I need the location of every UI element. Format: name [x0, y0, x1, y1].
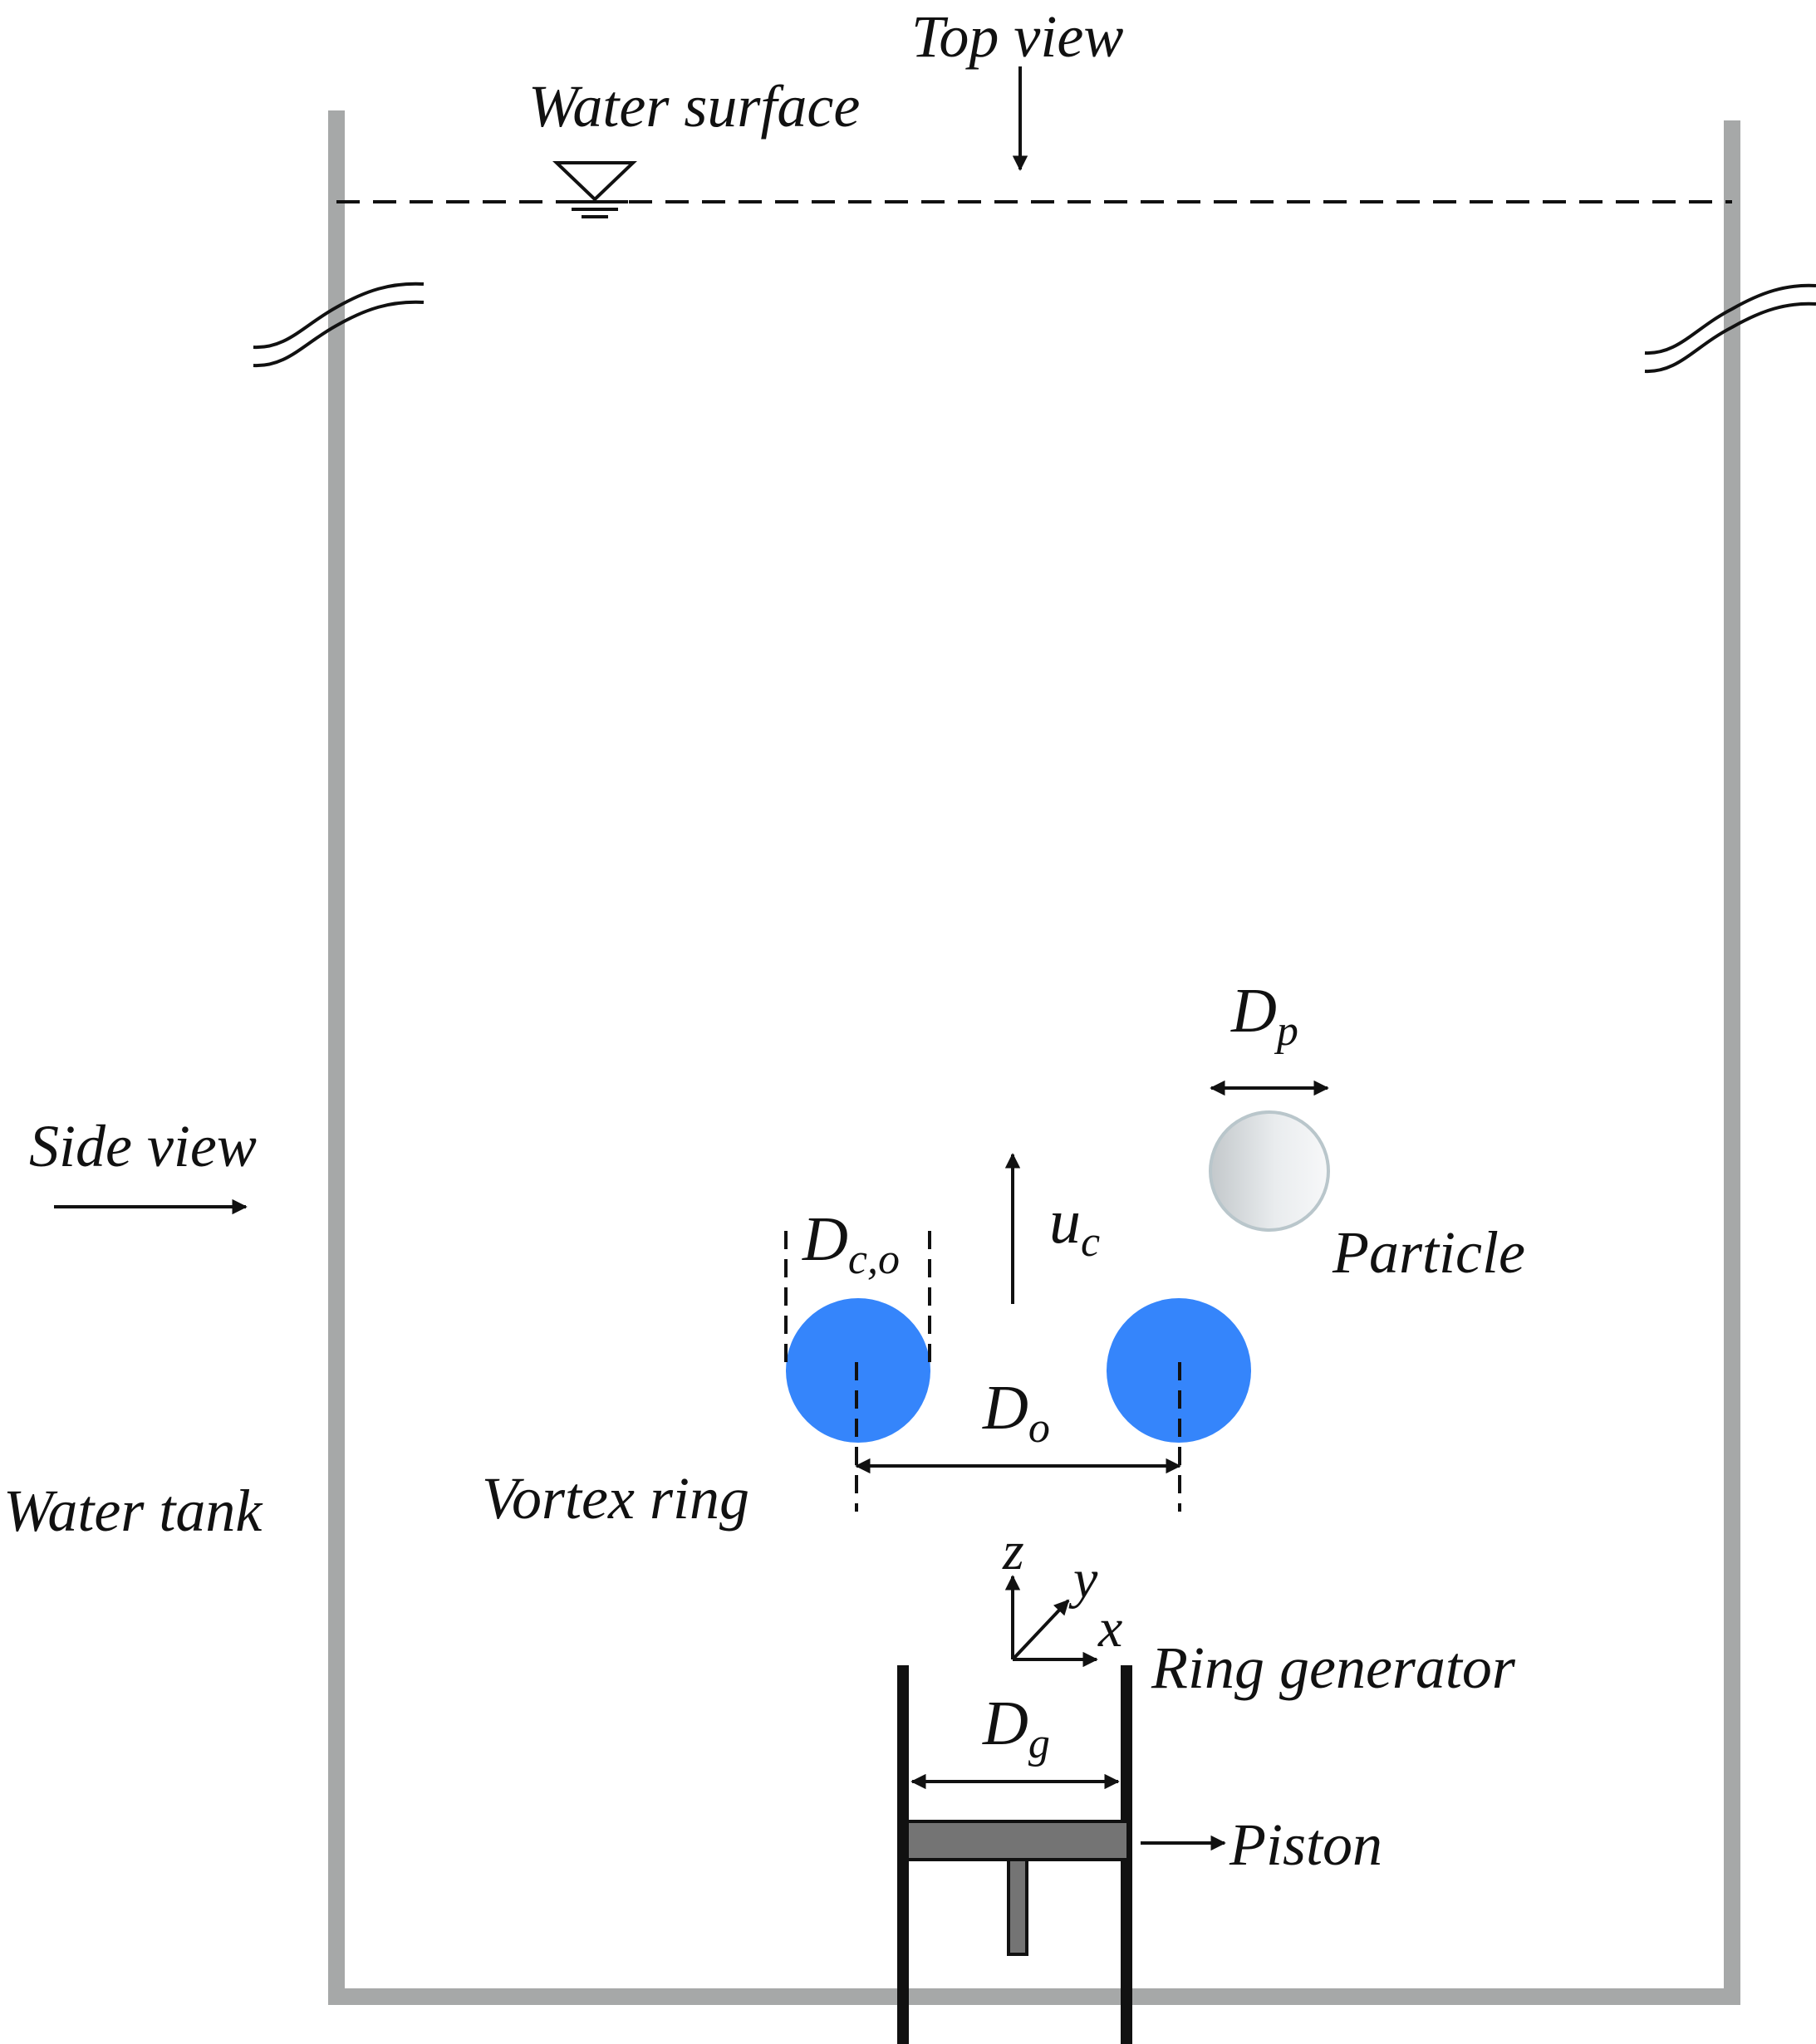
water-tank — [328, 110, 1740, 2005]
y-axis-label: y — [1068, 1549, 1098, 1610]
water-surface-label: Water surface — [528, 73, 860, 140]
convection-velocity-symbol: uc — [1049, 1187, 1100, 1266]
particle — [1209, 1110, 1330, 1232]
ring-diameter-guides — [855, 1362, 1181, 1512]
piston-label: Piston — [1229, 1811, 1382, 1878]
left-break-mark-lower — [253, 300, 425, 368]
core-diameter-symbol: Dc,o — [802, 1204, 900, 1283]
ring-generator-label: Ring generator — [1151, 1635, 1516, 1701]
wall-break-marks — [253, 282, 1816, 374]
particle-diameter-symbol: Dp — [1230, 976, 1298, 1055]
right-break-mark-upper — [1644, 283, 1816, 355]
side-view-label: Side view — [29, 1113, 257, 1179]
vortex-ring-label: Vortex ring — [482, 1465, 749, 1532]
ring-diameter-symbol: Do — [982, 1373, 1050, 1452]
particle-label: Particle — [1332, 1219, 1525, 1286]
x-axis-label: x — [1097, 1598, 1122, 1659]
core-diameter-guides — [784, 1231, 931, 1372]
piston-head — [906, 1820, 1130, 1861]
water-surface-icon — [552, 161, 637, 218]
generator-diameter-symbol: Dg — [982, 1689, 1050, 1767]
water-tank-label: Water tank — [3, 1478, 263, 1544]
right-break-mark-lower — [1644, 301, 1816, 374]
top-view-label: Top view — [911, 3, 1123, 70]
y-axis — [1011, 1599, 1070, 1661]
piston-rod — [1007, 1858, 1028, 1956]
coordinate-axes — [1004, 1575, 1098, 1668]
z-axis-label: z — [1002, 1521, 1024, 1581]
left-break-mark-upper — [253, 282, 425, 350]
